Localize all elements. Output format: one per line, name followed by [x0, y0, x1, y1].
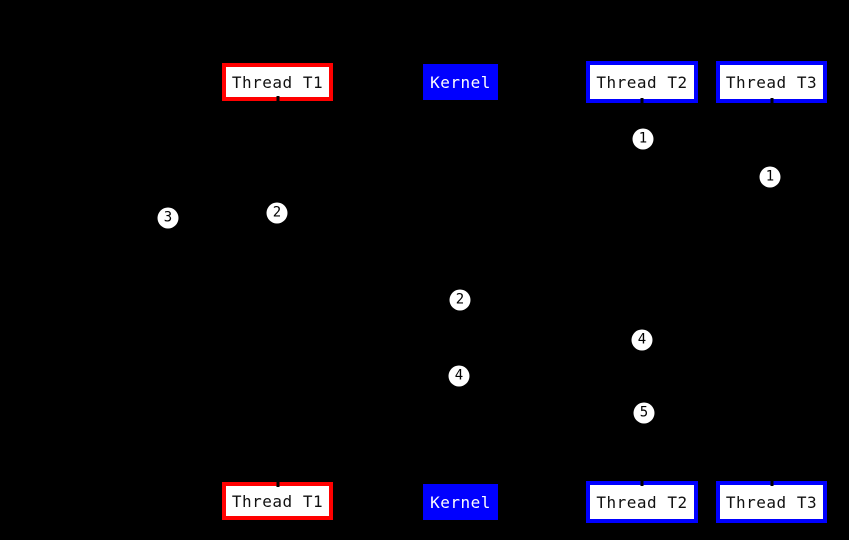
thread-t3-box-top: Thread T3: [716, 61, 827, 103]
thread-t3-label-bottom: Thread T3: [725, 492, 818, 512]
step-marker-5: 5: [633, 402, 655, 424]
step-marker-3: 3: [157, 207, 179, 229]
step-marker-2: 2: [266, 202, 288, 224]
kernel-box-top: Kernel: [423, 64, 498, 100]
step-marker-1: 1: [632, 128, 654, 150]
thread-t1-box-bottom: Thread T1: [222, 482, 333, 520]
step-marker-4: 4: [448, 365, 470, 387]
thread-t2-label-top: Thread T2: [596, 72, 688, 92]
kernel-label-bottom: Kernel: [430, 492, 491, 512]
thread-t3-box-bottom: Thread T3: [716, 481, 827, 523]
thread-t1-box-top: Thread T1: [222, 63, 333, 101]
thread-t2-box-top: Thread T2: [586, 61, 698, 103]
thread-t1-label-top: Thread T1: [231, 72, 324, 92]
step-marker-4: 4: [631, 329, 653, 351]
step-marker-1: 1: [759, 166, 781, 188]
thread-t2-box-bottom: Thread T2: [586, 481, 698, 523]
kernel-label-top: Kernel: [430, 72, 491, 92]
kernel-box-bottom: Kernel: [423, 484, 498, 520]
thread-t2-label-bottom: Thread T2: [596, 492, 688, 512]
thread-t1-label-bottom: Thread T1: [231, 491, 324, 511]
thread-t3-label-top: Thread T3: [725, 72, 818, 92]
step-marker-2: 2: [449, 289, 471, 311]
